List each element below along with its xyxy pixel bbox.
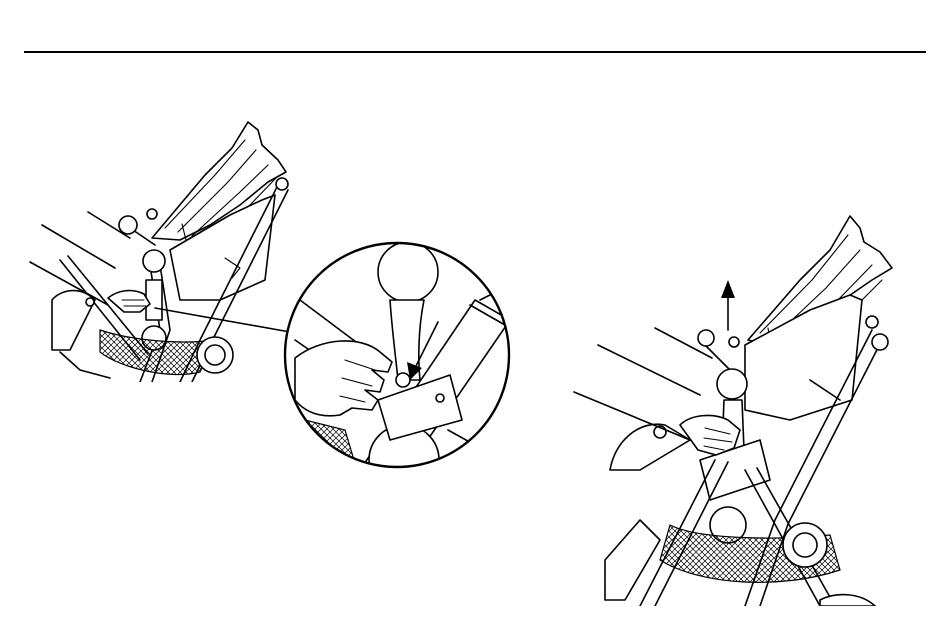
left-stroller-illustration: [30, 122, 288, 382]
callout-connector-line: [155, 308, 290, 332]
up-arrow-icon: [721, 280, 735, 330]
right-stroller-illustration: [574, 216, 892, 606]
right-seat-back: [745, 295, 862, 420]
zoom-callout: [280, 240, 520, 495]
